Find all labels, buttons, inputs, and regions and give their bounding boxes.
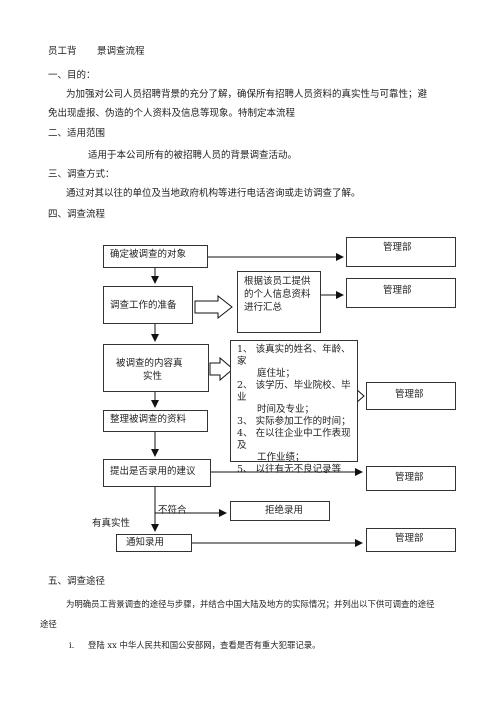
- verify-item-line: 1、 该真实的姓名、年龄、家: [237, 344, 351, 367]
- manager-box: 管理部: [366, 466, 456, 491]
- section1-line1: 为加强对公司人员招聘背景的充分了解，确保所有招聘人员资料的真实性与可靠性；避: [66, 89, 428, 100]
- section3-heading: 三、调查方式：: [48, 169, 115, 180]
- section5-heading: 五、调查途径: [48, 576, 106, 587]
- verify-item-line: 时间及专业；: [257, 404, 315, 415]
- verify-item-line: 庭住址；: [257, 368, 296, 379]
- section2-heading: 二、适用范围: [48, 128, 106, 139]
- flow-step-verify-line1: 被调查的内容真: [116, 358, 183, 369]
- flow-step-recommend: 提出是否录用的建议: [103, 459, 211, 487]
- note-summary-line3: 进行汇总: [244, 302, 283, 313]
- label-true: 有真实性: [92, 518, 131, 529]
- verification-items-card: 1、 该真实的姓名、年龄、家 庭住址； 2、 该学历、毕业院校、毕业 时间及专业…: [230, 340, 358, 475]
- label-not-match: 不符合: [158, 505, 187, 516]
- doc-title-left: 员工背: [48, 46, 77, 57]
- section4-heading: 四、调查流程: [48, 209, 106, 220]
- flow-step-verify: 被调查的内容真 实性: [103, 344, 209, 392]
- doc-title-right: 景调查流程: [97, 46, 145, 57]
- flow-step-verify-line2: 实性: [143, 371, 163, 382]
- flow-reject: 拒绝录用: [230, 501, 330, 521]
- flow-step-identify-target: 确定被调查的对象: [103, 245, 208, 268]
- verify-item-line: 3、 实际参加工作的时间；: [237, 416, 351, 427]
- verify-item-line: 2、 该学历、毕业院校、毕业: [237, 380, 351, 403]
- section5-item-number: i.: [69, 640, 75, 650]
- section1-line2: 免出现虚报、伪造的个人资料及信息等现象。特制定本流程: [48, 108, 296, 119]
- flow-step-notify: 通知录用: [116, 534, 192, 552]
- verify-item-line: 4、 在以往企业中工作表现及: [237, 428, 351, 451]
- note-summary-line1: 根据该员工提供: [244, 276, 311, 287]
- verify-item-line: 5、 以往有无不良记录等: [237, 464, 342, 475]
- section5-item-text: 登陆 xx 中华人民共和国公安部网，查看是否有重大犯罪记录。: [88, 640, 321, 650]
- section3-line1: 通过对其以往的单位及当地政府机构等进行电话咨询或走访调查了解。: [66, 188, 361, 199]
- flow-step-prepare: 调查工作的准备: [103, 286, 193, 324]
- section1-heading: 一、目的：: [48, 70, 96, 81]
- verify-item-line: 工作业绩；: [257, 452, 305, 463]
- manager-box: 管理部: [366, 528, 456, 552]
- section5-line1: 为明确员工背景调查的途径与步骤，并结合中国大陆及地方的实际情况；并列出以下供可调…: [66, 599, 435, 609]
- manager-box: 管理部: [366, 382, 456, 410]
- manager-box: 管理部: [346, 237, 456, 267]
- note-summary-line2: 的个人信息资料: [244, 289, 311, 300]
- section2-line1: 适用于本公司所有的被招聘人员的背景调查活动。: [88, 150, 298, 161]
- flow-step-organize: 整理被调查的资料: [103, 410, 208, 432]
- manager-box: 管理部: [346, 278, 456, 308]
- note-summary-card: 根据该员工提供 的个人信息资料 进行汇总: [237, 271, 321, 333]
- section5-line2: 途径: [40, 619, 57, 629]
